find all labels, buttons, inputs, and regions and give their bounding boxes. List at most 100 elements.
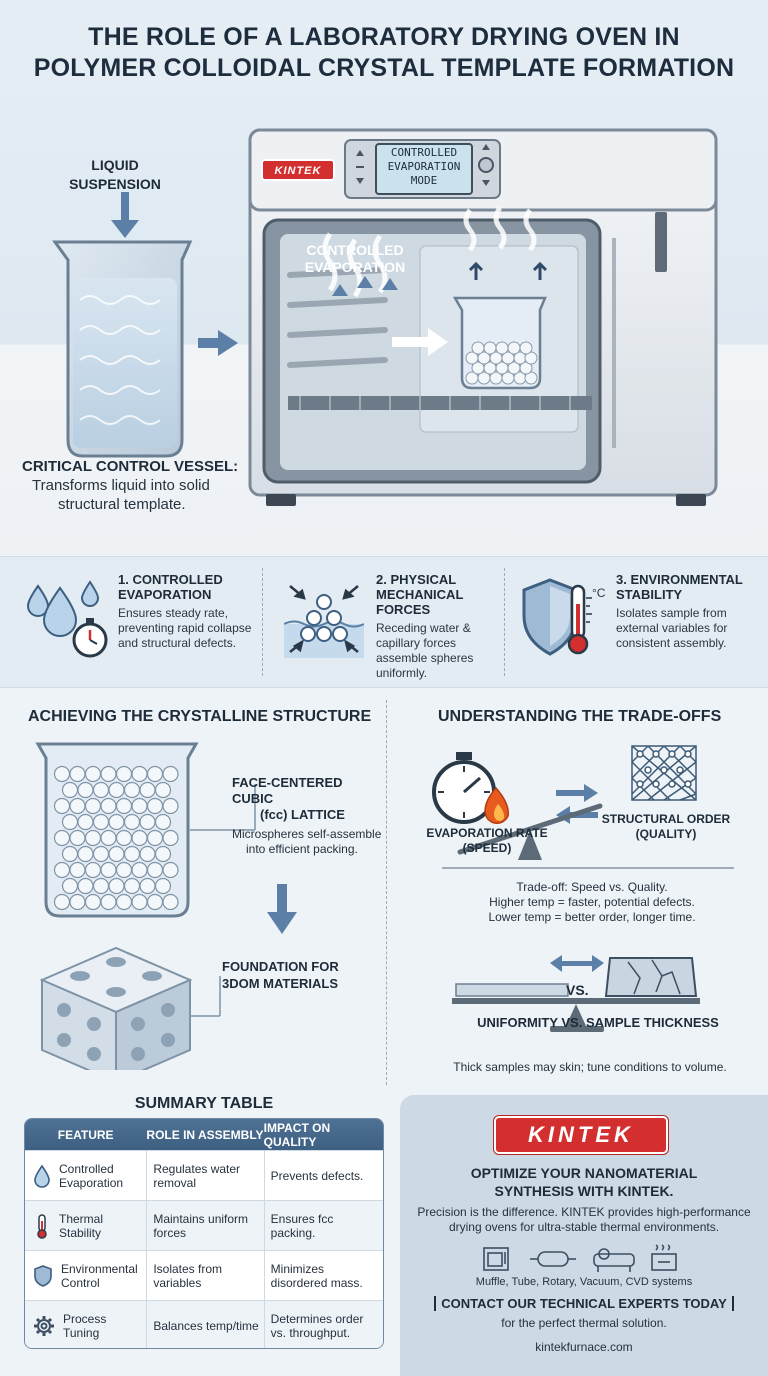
table-header-cell: FEATURE	[57, 1127, 114, 1142]
cell-line: packing.	[270, 1225, 316, 1240]
rate-line-2: (SPEED)	[462, 841, 512, 855]
cta-text-1: Precision is the difference. KINTEK prov…	[417, 1205, 751, 1219]
table-header-row: FEATURE ROLE IN ASSEMBLY IMPACT ON QUALI…	[25, 1119, 383, 1150]
microsphere	[61, 877, 79, 895]
feature-title-line: 1. CONTROLLED	[118, 572, 223, 587]
table-header-cell: IMPACT ON QUALITY	[263, 1120, 331, 1149]
microsphere	[92, 781, 110, 799]
cell-line: Determines order	[270, 1311, 364, 1326]
drying-oven-icon	[248, 128, 718, 506]
double-arrow-icon	[550, 955, 604, 972]
cta-headline-2: SYNTHESIS WITH KINTEK.	[494, 1183, 674, 1199]
table-header-cell: ROLE IN ASSEMBLY	[146, 1127, 264, 1142]
contact-subtext: for the perfect thermal solution.	[501, 1316, 667, 1330]
shield-thermometer-icon	[522, 578, 592, 656]
summary-table-heading: SUMMARY TABLE	[134, 1095, 274, 1112]
critical-vessel-caption: CRITICAL CONTROL VESSEL: Transforms liqu…	[22, 458, 262, 514]
microsphere	[100, 765, 117, 783]
tradeoff-line-1: Trade-off: Speed vs. Quality.	[516, 880, 668, 894]
microsphere	[123, 781, 141, 799]
crystal-heading: ACHIEVING THE CRYSTALLINE STRUCTURE	[28, 708, 372, 725]
cell-line: Stability	[59, 1225, 102, 1240]
microsphere	[162, 893, 179, 911]
table-cell-impact: Prevents defects.	[263, 1151, 383, 1200]
display-line-2: EVAPORATION	[387, 160, 461, 173]
microsphere	[92, 877, 110, 895]
foundation-line-1: FOUNDATION FOR	[222, 959, 339, 974]
cracked-sample-icon	[604, 957, 698, 997]
microsphere	[115, 797, 133, 815]
microsphere	[162, 797, 179, 815]
thermometer-icon	[37, 1213, 47, 1239]
microsphere	[131, 861, 148, 879]
order-line-1: STRUCTURAL ORDER	[601, 812, 731, 826]
right-arrow-icon	[198, 330, 238, 356]
furnace-systems-icons	[483, 1244, 677, 1272]
liquid-label-line-2: SUSPENSION	[69, 176, 161, 192]
rotary-furnace-icon	[593, 1248, 635, 1272]
evaporation-rate-label: EVAPORATION RATE (SPEED)	[422, 826, 552, 856]
stopwatch-icon	[432, 752, 496, 824]
microsphere	[69, 765, 86, 783]
summary-table: FEATURE ROLE IN ASSEMBLY IMPACT ON QUALI…	[24, 1118, 384, 1349]
microsphere	[146, 861, 164, 879]
water-drop-icon	[34, 1164, 50, 1188]
microsphere	[92, 845, 110, 863]
microsphere	[84, 765, 102, 783]
fcc-text-2: into efficient packing.	[246, 842, 358, 856]
feature-text: Ensures steady rate,preventing rapid col…	[118, 606, 258, 651]
muffle-furnace-icon	[483, 1247, 509, 1271]
cta-headline-1: OPTIMIZE YOUR NANOMATERIAL	[470, 1165, 698, 1181]
website-link[interactable]: kintekfurnace.com	[535, 1340, 633, 1354]
microsphere	[53, 765, 71, 783]
vessel-text-1: Transforms liquid into solid	[32, 477, 210, 494]
cell-line: Balances temp/time	[153, 1318, 259, 1333]
microsphere	[100, 893, 117, 911]
gear-icon	[34, 1315, 54, 1336]
kintek-logo: KINTEK	[496, 1118, 666, 1152]
microsphere	[162, 765, 179, 783]
feature-text-line: capillary forces	[376, 636, 457, 650]
feature-text-line: uniformly.	[376, 666, 428, 680]
feature-title-line: MECHANICAL	[376, 587, 464, 602]
vs-label: VS.	[566, 982, 589, 998]
microsphere	[154, 781, 172, 799]
feature-text-line: preventing rapid collapse	[118, 621, 252, 635]
tube-furnace-icon	[530, 1251, 576, 1267]
microsphere	[123, 845, 141, 863]
contact-experts-link[interactable]: CONTACT OUR TECHNICAL EXPERTS TODAY	[434, 1296, 734, 1311]
microsphere	[146, 893, 164, 911]
microsphere	[84, 797, 102, 815]
fcc-title-2: (fcc) LATTICE	[260, 807, 345, 822]
microsphere	[108, 781, 125, 799]
cell-line: Regulates water	[153, 1161, 241, 1176]
crystal-illustration	[35, 742, 297, 1070]
feature-text-line: Isolates sample from	[616, 606, 727, 620]
celsius-label: °C	[592, 586, 606, 600]
microsphere	[61, 813, 79, 831]
feature-text-line: and structural defects.	[118, 636, 237, 650]
water-drops-timer-icon	[26, 580, 108, 658]
title-line-2: POLYMER COLLOIDAL CRYSTAL TEMPLATE FORMA…	[33, 54, 735, 82]
cell-line: Thermal	[59, 1211, 104, 1226]
fcc-text-1: Microspheres self-assemble	[232, 827, 382, 841]
feature-text-line: assemble spheres	[376, 651, 474, 665]
shield-icon	[34, 1264, 52, 1287]
liquid-suspension-label: LIQUID SUSPENSION	[60, 156, 170, 194]
feature-text-line: consistent assembly.	[616, 636, 727, 650]
cell-line: Prevents defects.	[270, 1168, 364, 1183]
divider	[262, 568, 263, 676]
